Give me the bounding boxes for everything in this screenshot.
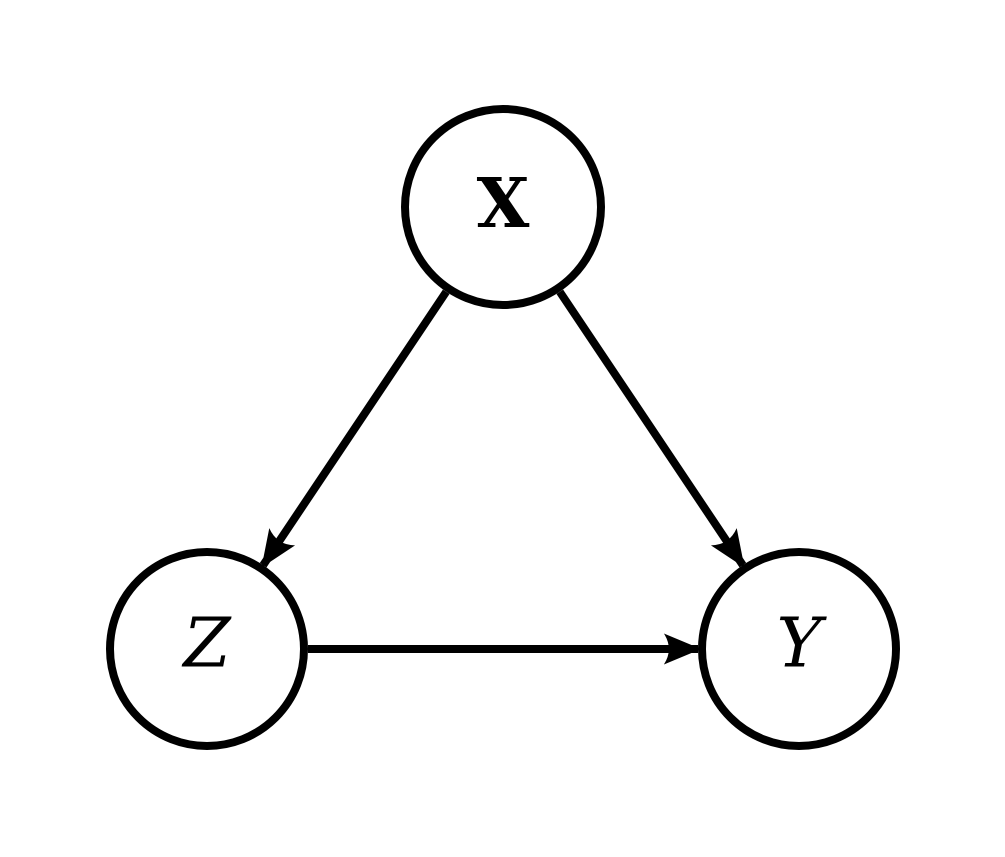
edges-layer <box>259 289 747 665</box>
node-label-X: X <box>477 164 530 244</box>
node-label-Z: Z <box>181 605 232 684</box>
node-circle-Y <box>698 548 900 750</box>
node-X: X <box>401 105 605 309</box>
edge-arrow-X-to-Y <box>556 289 747 568</box>
node-label-Y: Y <box>777 605 828 684</box>
nodes-layer: X Z Y <box>106 105 900 750</box>
node-circle-X <box>401 105 605 309</box>
edge-arrow-X-to-Z <box>259 289 450 568</box>
node-circle-Z <box>106 548 308 750</box>
node-Y: Y <box>698 548 900 750</box>
node-Z: Z <box>106 548 308 750</box>
